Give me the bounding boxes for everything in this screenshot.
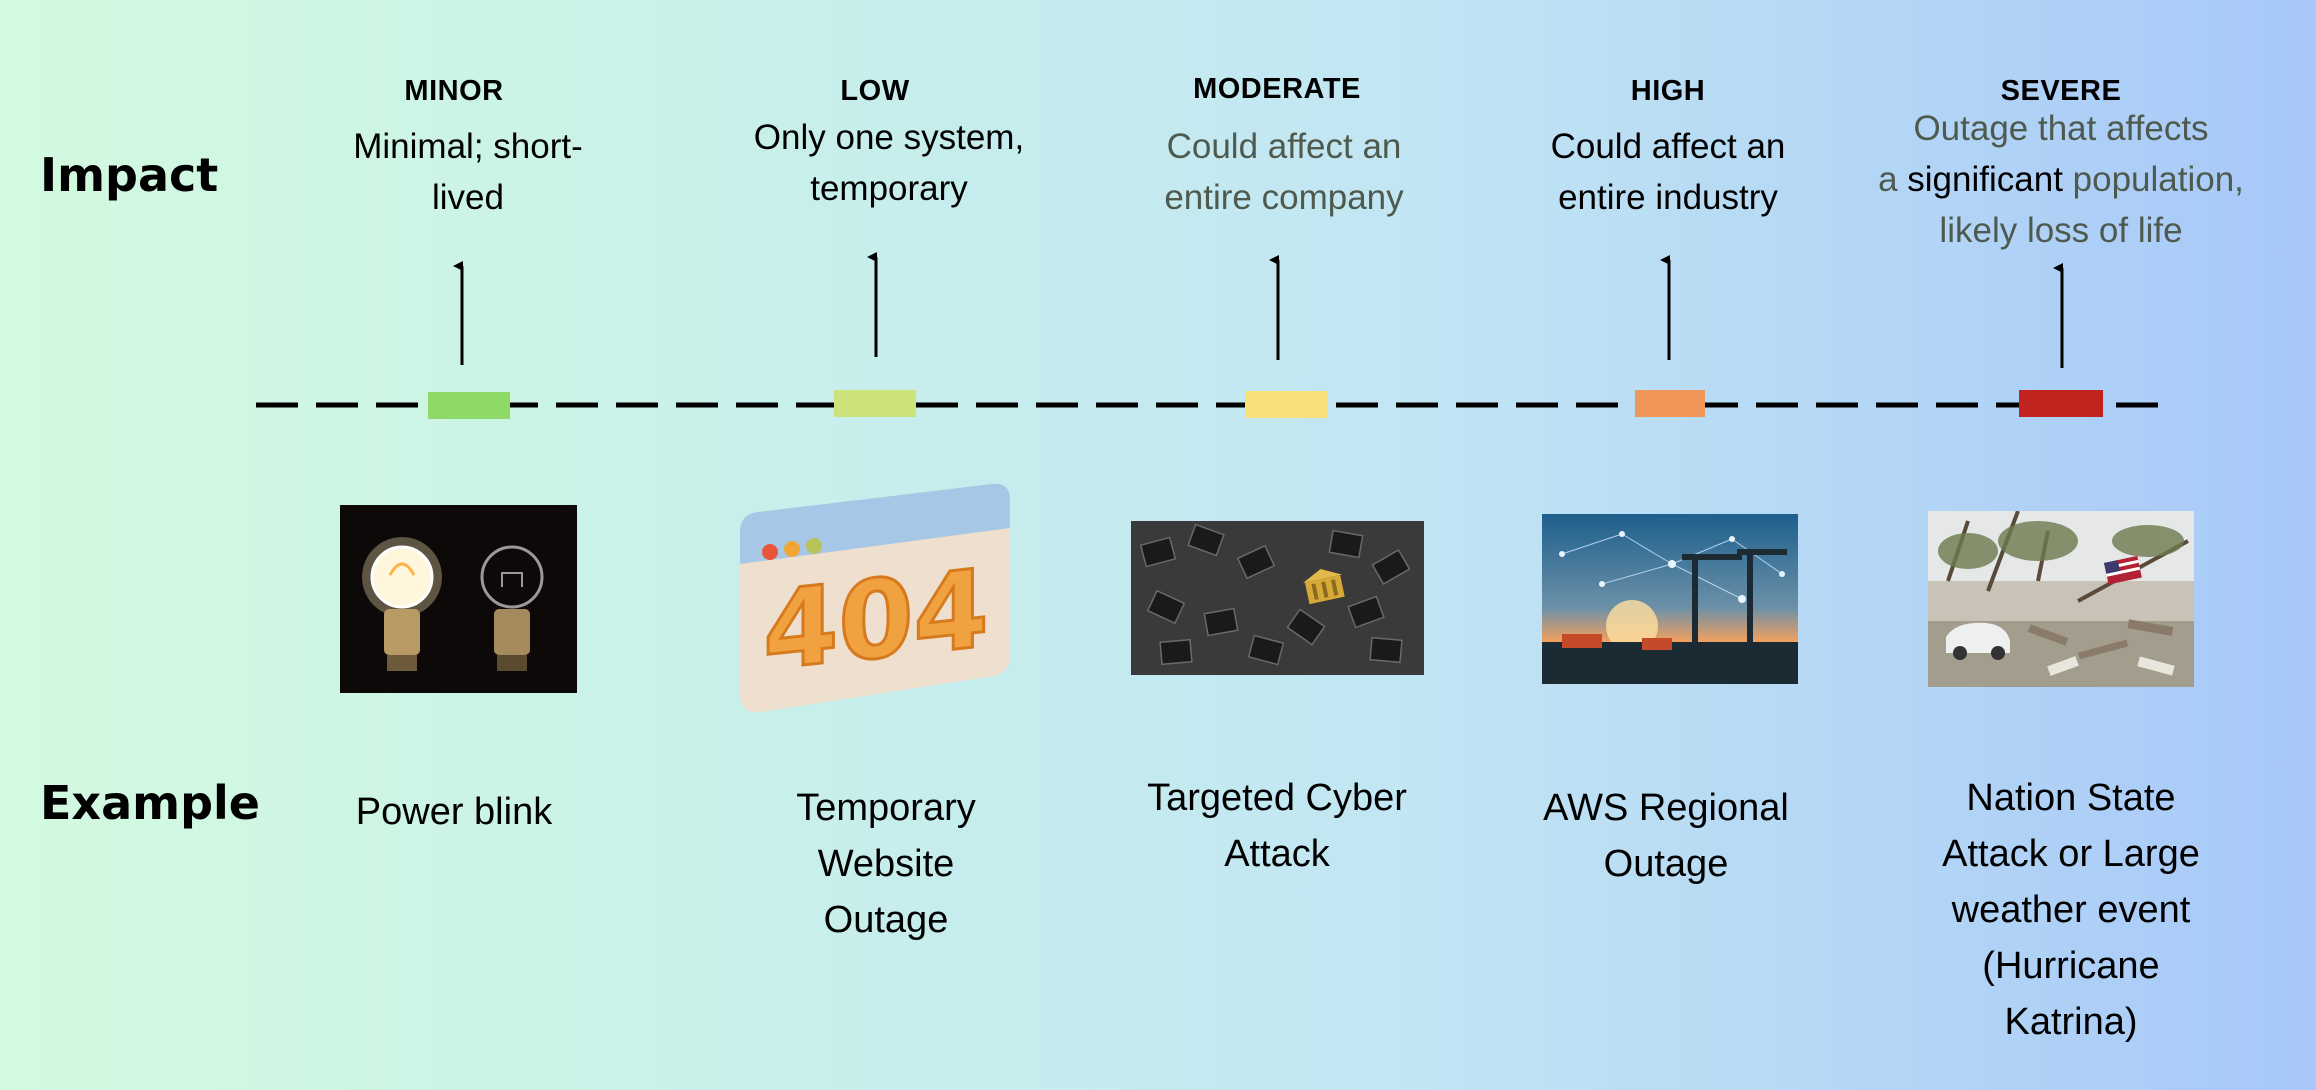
example-row-label: Example bbox=[40, 776, 260, 830]
example-severe-label: Nation State Attack or Large weather eve… bbox=[1942, 777, 2200, 1043]
level-moderate-title: MODERATE bbox=[1193, 73, 1361, 105]
level-minor-title: MINOR bbox=[404, 75, 504, 107]
marker-moderate bbox=[1245, 391, 1327, 418]
example-high-label: AWS Regional Outage bbox=[1543, 787, 1789, 885]
example-moderate-label: Targeted Cyber Attack bbox=[1147, 777, 1407, 875]
marker-low bbox=[834, 390, 916, 417]
level-high-title: HIGH bbox=[1630, 75, 1706, 107]
example-minor-label: Power blink bbox=[355, 791, 553, 833]
network-port-icon bbox=[1542, 514, 1798, 684]
light-bulbs-icon bbox=[340, 505, 577, 693]
impact-row-label: Impact bbox=[40, 148, 219, 202]
marker-severe bbox=[2019, 390, 2103, 417]
level-low-description: Only one system,temporary bbox=[753, 118, 1025, 208]
example-low-label: Temporary Website Outage bbox=[796, 787, 976, 941]
bank-buildings-icon bbox=[1131, 521, 1424, 675]
error-404-icon: 404 bbox=[740, 483, 1010, 713]
marker-minor bbox=[428, 392, 510, 419]
storm-damage-icon bbox=[1928, 511, 2194, 687]
level-low-title: LOW bbox=[840, 75, 910, 107]
level-minor-description: Minimal; short-lived bbox=[353, 127, 583, 217]
level-severe-title: SEVERE bbox=[2000, 75, 2122, 107]
marker-high bbox=[1635, 390, 1705, 417]
level-severe-description: Outage that affects a significant popula… bbox=[1878, 109, 2244, 250]
svg-text:404: 404 bbox=[763, 545, 988, 695]
